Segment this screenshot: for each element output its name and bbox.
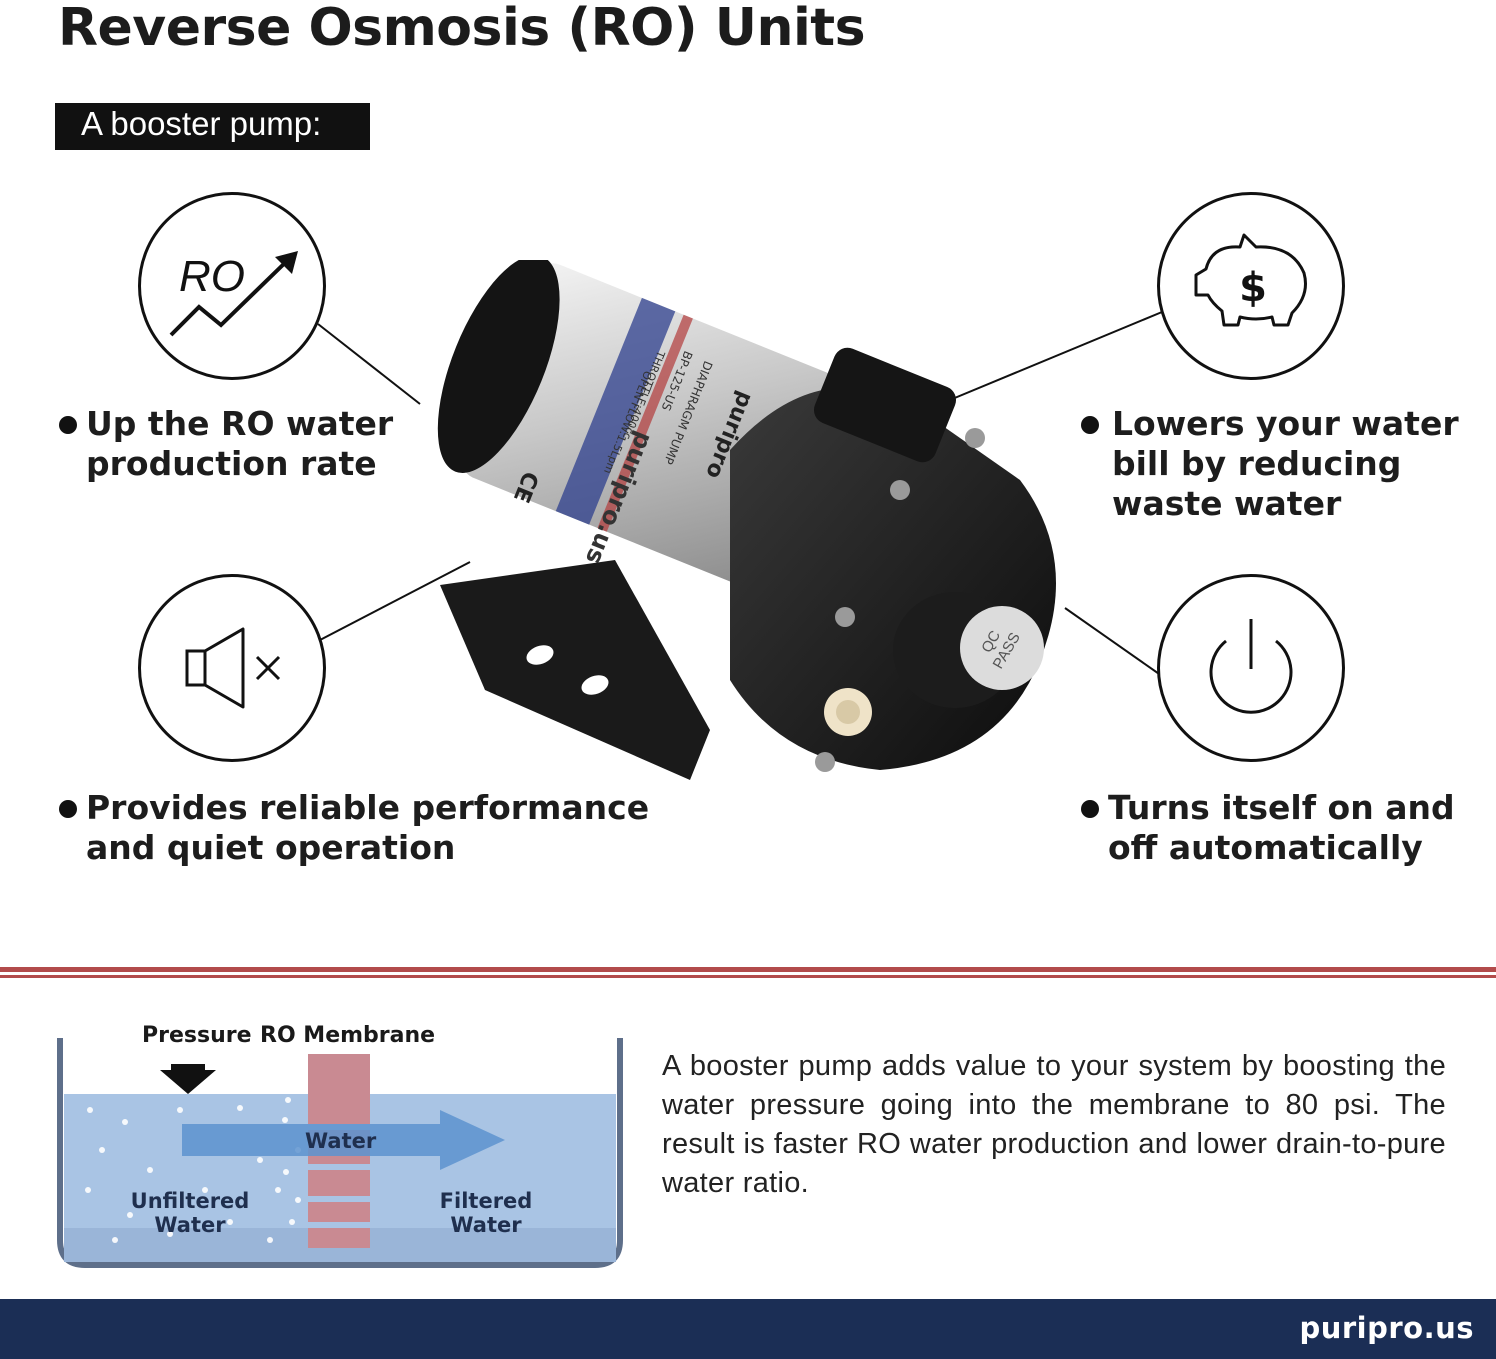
feature-line: production rate	[86, 444, 377, 483]
speaker-mute-icon	[138, 574, 326, 762]
feature-line: and quiet operation	[86, 828, 456, 867]
feature-auto-on-off: Turns itself on and off automatically	[1108, 788, 1455, 868]
feature-production-rate: Up the RO water production rate	[86, 404, 393, 484]
water-label: Water	[305, 1129, 377, 1153]
membrane-label: RO Membrane	[260, 1023, 435, 1048]
ro-membrane-diagram: Pressure RO Membrane Water Unfiltered Wa…	[57, 1023, 623, 1268]
filtered-label: Filtered	[440, 1189, 533, 1213]
feature-line: waste water	[1112, 484, 1342, 523]
filtered-label: Water	[450, 1213, 522, 1237]
bullet	[59, 800, 77, 818]
unfiltered-label: Unfiltered	[131, 1189, 250, 1213]
feature-line: Up the RO water	[86, 404, 394, 443]
dollar-sign: $	[1239, 265, 1267, 311]
booster-pump-image: QC PASS puripro.us puripro DIAPHRAGM PUM…	[437, 260, 1056, 780]
feature-line: Turns itself on and	[1108, 788, 1455, 827]
footer-bar: puripro.us	[0, 1299, 1496, 1359]
feature-line: bill by reducing	[1112, 444, 1402, 483]
power-icon	[1157, 574, 1345, 762]
feature-line: Provides reliable performance	[86, 788, 650, 827]
feature-line: Lowers your water	[1112, 404, 1459, 443]
feature-lower-water-bill: Lowers your water bill by reducing waste…	[1112, 404, 1459, 524]
ro-icon-text: RO	[179, 252, 245, 301]
description-text: A booster pump adds value to your system…	[662, 1050, 1446, 1199]
feature-quiet-operation: Provides reliable performance and quiet …	[86, 788, 649, 868]
feature-line: off automatically	[1108, 828, 1423, 867]
unfiltered-label: Water	[154, 1213, 226, 1237]
pressure-label: Pressure	[142, 1023, 252, 1048]
footer-site-link[interactable]: puripro.us	[1299, 1311, 1474, 1345]
page-title: Reverse Osmosis (RO) Units	[58, 0, 866, 58]
bullet	[1081, 800, 1099, 818]
bullet	[59, 416, 77, 434]
bullet	[1081, 416, 1099, 434]
connector-lines	[317, 311, 1163, 677]
subtitle-badge: A booster pump:	[55, 103, 370, 150]
ro-rate-up-icon: RO	[138, 192, 326, 380]
divider-stripe	[0, 975, 1496, 978]
piggy-bank-dollar-icon: $	[1157, 192, 1345, 380]
divider-stripe	[0, 967, 1496, 972]
